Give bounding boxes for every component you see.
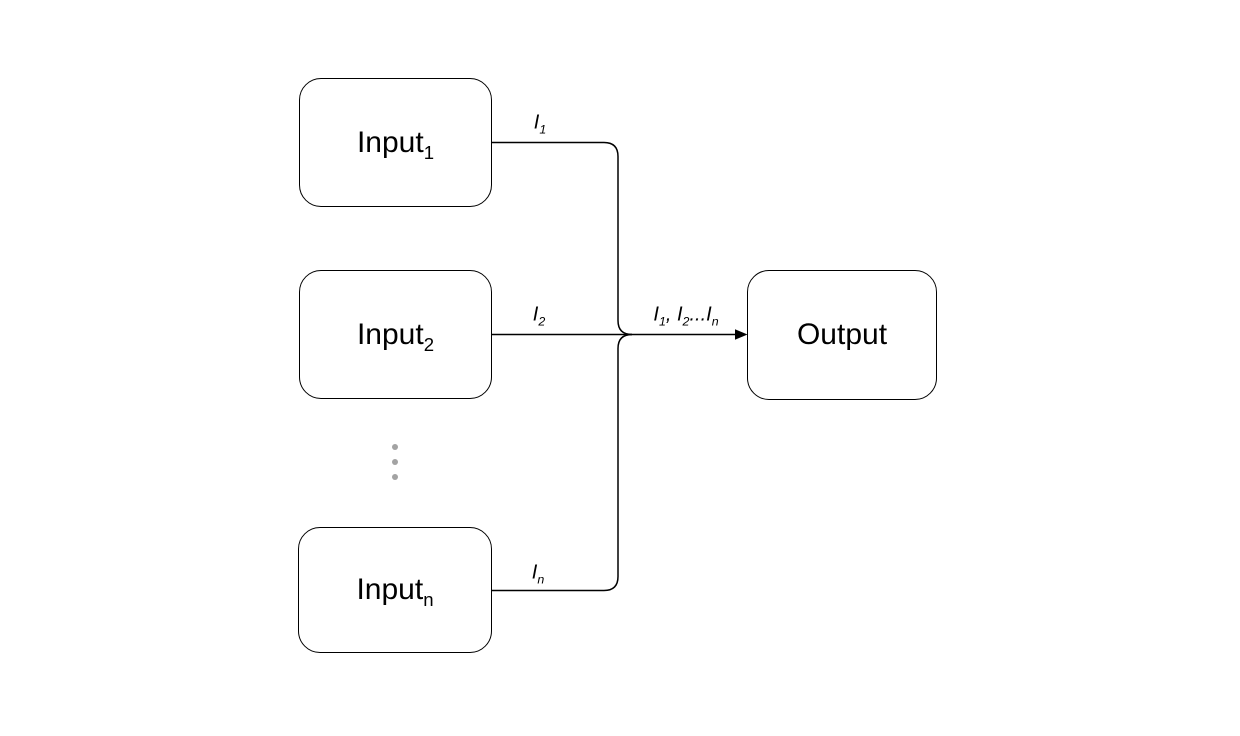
label-sub: 1 <box>658 314 666 329</box>
label-sub: n <box>537 572 545 587</box>
inputn-label: Inputn <box>356 573 434 610</box>
input1-label: Input1 <box>356 125 435 163</box>
edge-label-i1: I1 <box>533 111 547 137</box>
input1-node: Input1 <box>299 78 492 207</box>
label-sub: 2 <box>538 314 546 329</box>
input2-label: Input2 <box>356 317 435 355</box>
label-base: I <box>533 111 540 134</box>
label-base: Input <box>356 125 424 159</box>
edge-label-in: In <box>531 561 545 587</box>
label-sub: 1 <box>423 141 435 163</box>
label-base: I <box>531 561 538 584</box>
label-part: ...I <box>689 303 712 326</box>
label-sub: n <box>423 589 434 610</box>
ellipsis-dot <box>392 459 398 465</box>
input2-node: Input2 <box>299 270 492 399</box>
label-sub: 2 <box>423 333 435 355</box>
edge-label-i2: I2 <box>532 303 546 329</box>
label-part: I <box>653 303 659 326</box>
label-part: , I <box>665 303 683 326</box>
arrowhead-icon <box>735 329 748 340</box>
output-node: Output <box>747 270 937 400</box>
ellipsis-dot <box>392 474 398 480</box>
label-sub: n <box>711 314 719 329</box>
label-base: I <box>532 303 539 326</box>
label-base: Input <box>356 317 424 351</box>
edge-input1-to-merge <box>492 141 633 336</box>
label-sub: 2 <box>682 314 690 329</box>
ellipsis-dot <box>392 444 398 450</box>
output-label: Output <box>796 318 888 351</box>
label-base: Input <box>356 573 424 606</box>
edge-inputn-to-merge <box>492 333 633 592</box>
inputn-node: Inputn <box>298 527 492 653</box>
edge-label-merge: I1, I2...In <box>653 303 719 329</box>
label-sub: 1 <box>539 122 547 137</box>
